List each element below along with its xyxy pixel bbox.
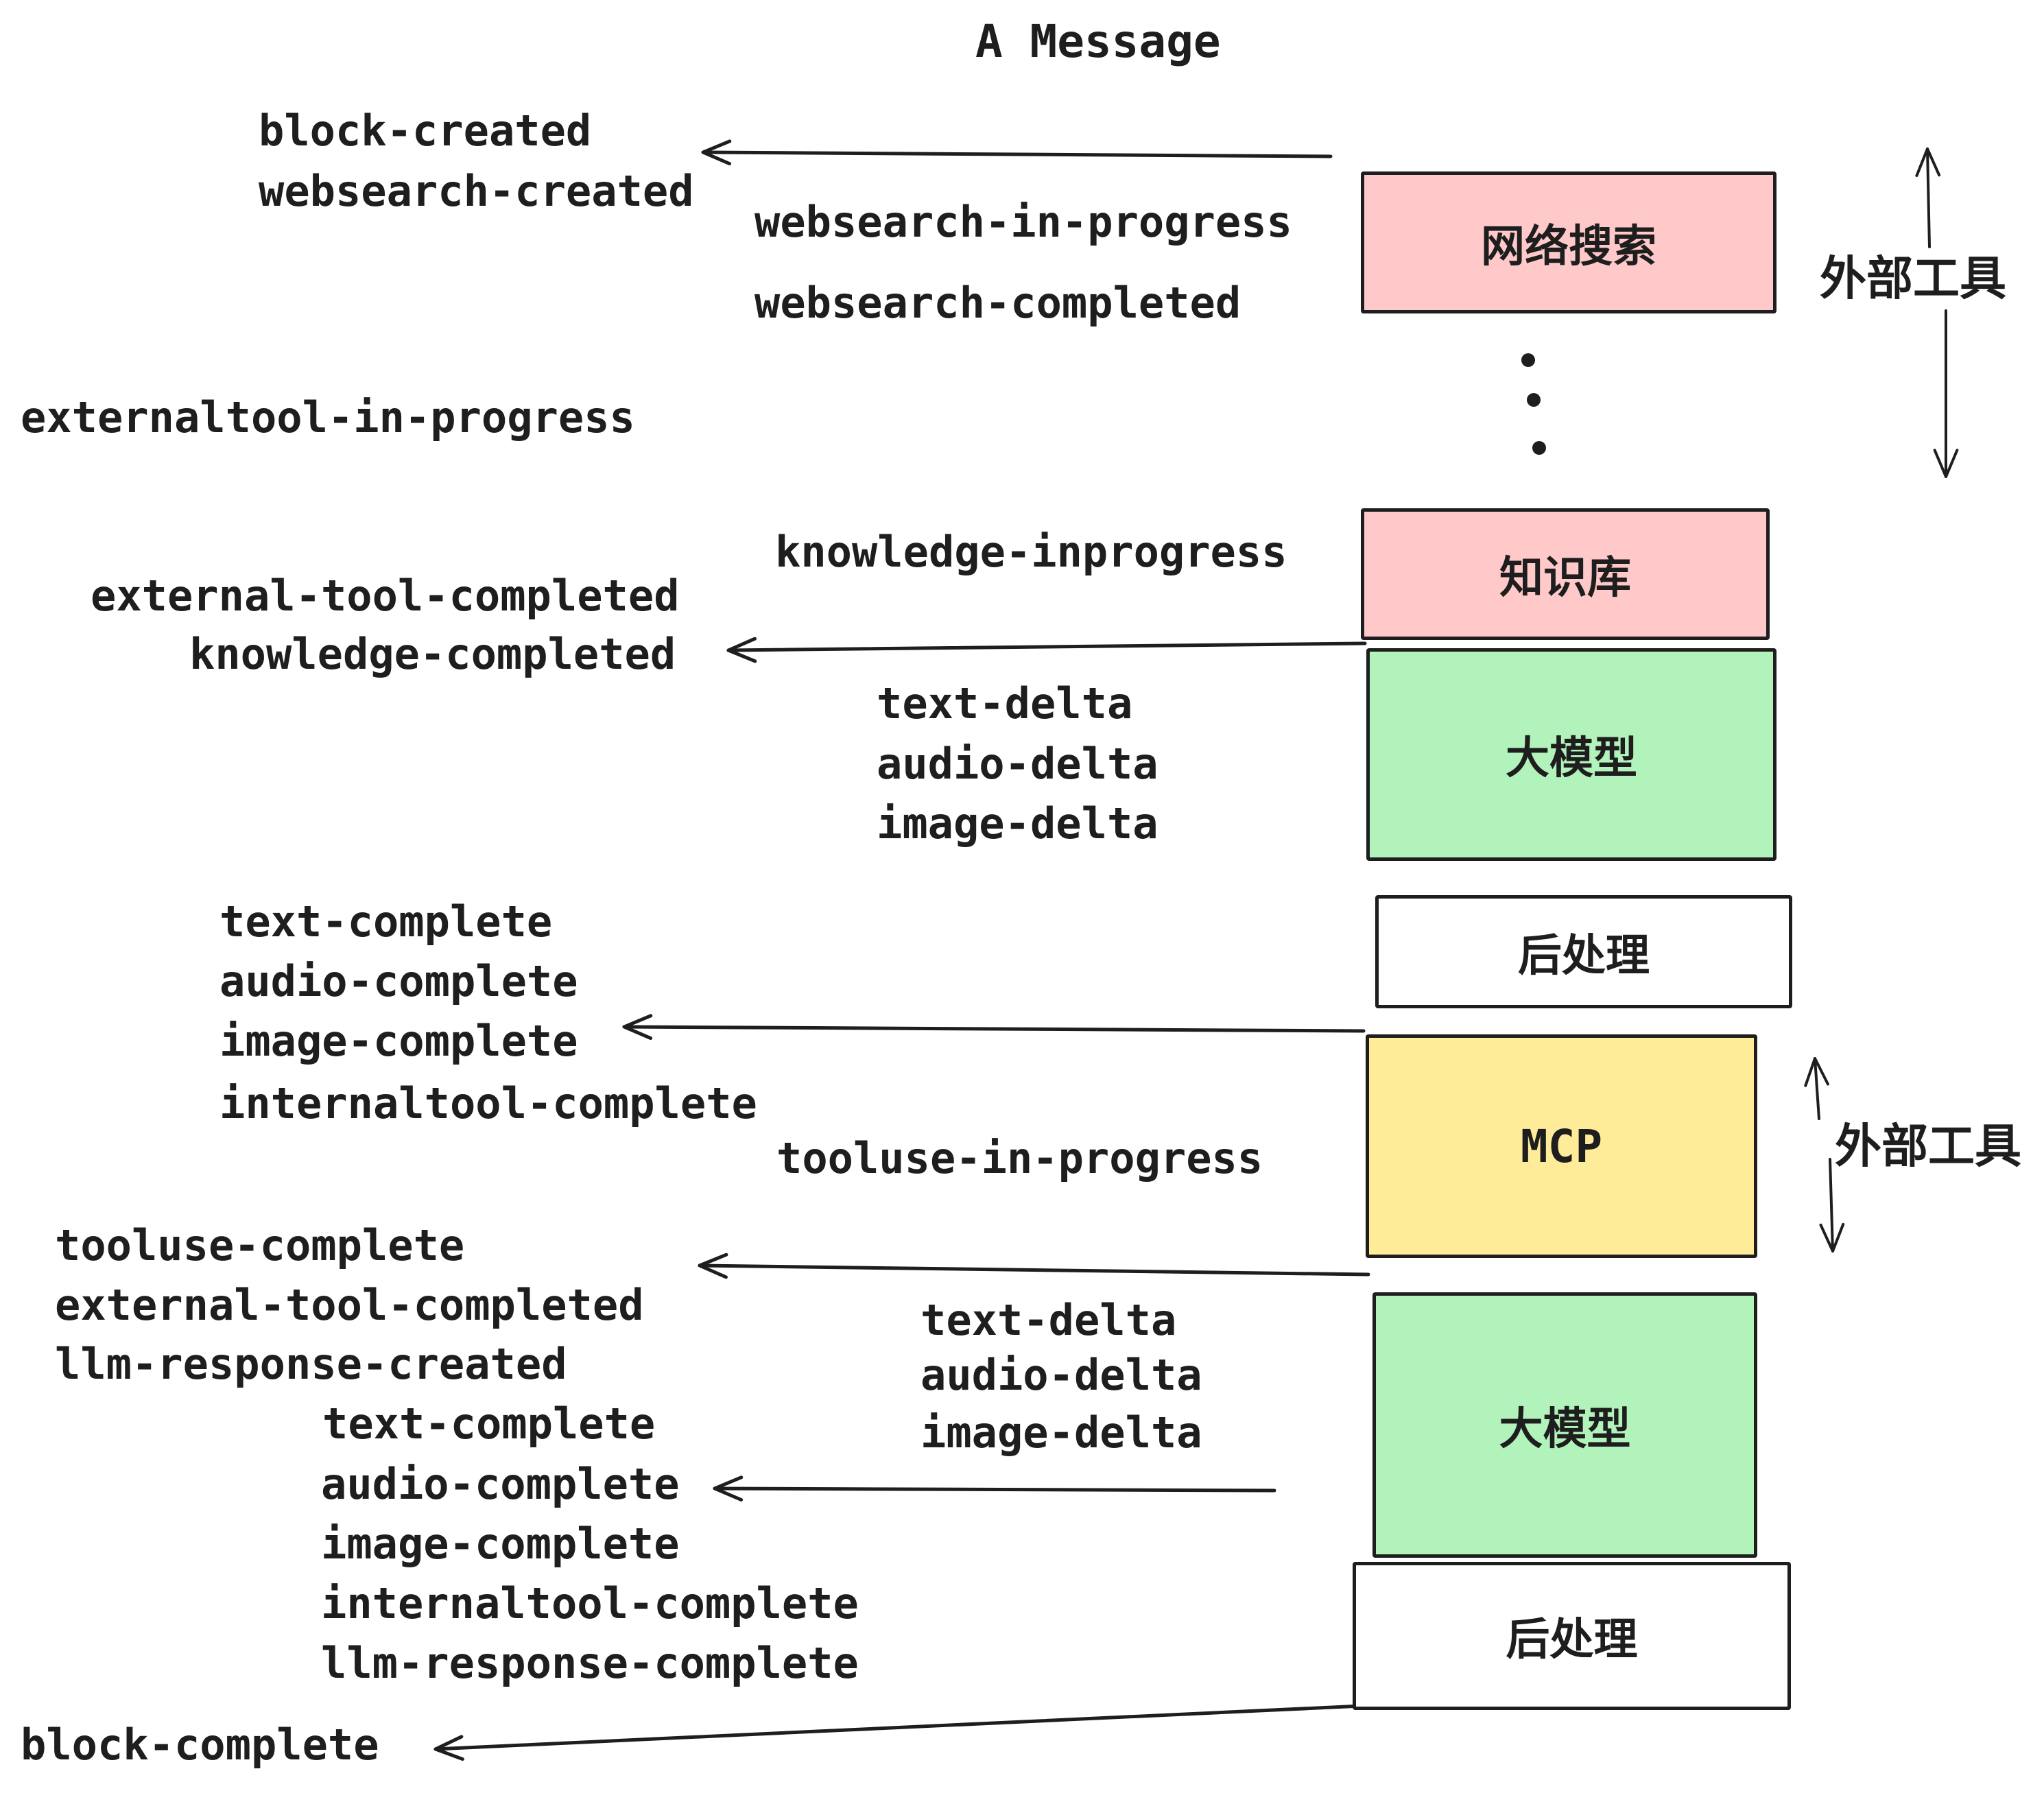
node-label-post-process-2: 后处理: [1506, 1615, 1638, 1665]
arrow-websearch-created: [701, 139, 1333, 166]
event-label-websearch-created: websearch-created: [259, 166, 694, 217]
node-websearch: 网络搜索: [1361, 171, 1776, 313]
side-label-external-tools-2: 外部工具: [1835, 1119, 2022, 1174]
node-label-websearch: 网络搜索: [1481, 221, 1656, 272]
node-mcp: MCP: [1366, 1034, 1757, 1258]
event-label-image-delta: image-delta: [877, 798, 1158, 849]
side-label-external-tools-1: 外部工具: [1820, 252, 2007, 307]
ellipsis-dot: [1527, 393, 1541, 407]
arrow-block-complete: [433, 1704, 1364, 1761]
event-label-websearch-completed: websearch-completed: [754, 278, 1241, 329]
node-knowledge: 知识库: [1361, 508, 1770, 640]
ellipsis-dot: [1521, 353, 1535, 367]
event-label-llm-response-complete: llm-response-complete: [321, 1638, 859, 1689]
event-label-knowledge-completed: knowledge-completed: [189, 629, 676, 680]
event-label-tooluse-in-progress: tooluse-in-progress: [776, 1133, 1263, 1184]
diagram-title: A Message: [975, 15, 1221, 68]
event-label-audio-delta: audio-delta: [877, 739, 1158, 790]
node-llm-1: 大模型: [1366, 648, 1776, 861]
event-label-externaltool-in-progress: externaltool-in-progress: [21, 392, 635, 443]
node-label-llm-2: 大模型: [1499, 1403, 1631, 1455]
node-label-mcp: MCP: [1520, 1119, 1603, 1173]
arrow-tooluse-complete: [698, 1253, 1370, 1279]
node-llm-2: 大模型: [1372, 1292, 1757, 1558]
arrow-internaltool-complete: [622, 1014, 1366, 1041]
arrow-audio-complete: [713, 1475, 1276, 1502]
event-label-llm-response-created: llm-response-created: [55, 1339, 567, 1390]
node-label-post-process-1: 后处理: [1518, 930, 1650, 982]
event-label-websearch-in-progress: websearch-in-progress: [754, 197, 1292, 248]
event-label-image-delta: image-delta: [920, 1408, 1202, 1458]
event-label-knowledge-inprogress: knowledge-inprogress: [775, 527, 1287, 578]
arrow-external-tool-down-1: [1933, 309, 1959, 478]
event-label-audio-complete: audio-complete: [321, 1459, 680, 1510]
event-label-text-complete: text-complete: [322, 1399, 656, 1449]
event-label-audio-delta: audio-delta: [920, 1350, 1202, 1401]
event-label-block-complete: block-complete: [21, 1720, 379, 1770]
arrow-external-tool-up-2: [1804, 1057, 1829, 1120]
node-post-process-1: 后处理: [1375, 895, 1792, 1008]
ellipsis-dot: [1532, 441, 1546, 455]
event-label-text-delta: text-delta: [877, 678, 1133, 729]
event-label-image-complete: image-complete: [219, 1016, 578, 1067]
event-label-block-created: block-created: [259, 106, 592, 156]
node-label-llm-1: 大模型: [1506, 733, 1637, 784]
event-label-internaltool-complete: internaltool-complete: [219, 1078, 757, 1129]
event-label-image-complete: image-complete: [321, 1519, 680, 1569]
event-label-audio-complete: audio-complete: [219, 956, 578, 1007]
node-post-process-2: 后处理: [1353, 1562, 1791, 1710]
arrow-knowledge-completed: [726, 637, 1367, 663]
arrow-external-tool-up-1: [1915, 147, 1941, 248]
event-label-internaltool-complete: internaltool-complete: [321, 1578, 859, 1629]
node-label-knowledge: 知识库: [1499, 553, 1631, 604]
event-label-external-tool-completed: external-tool-completed: [55, 1280, 644, 1331]
event-label-text-complete: text-complete: [219, 897, 553, 947]
event-label-text-delta: text-delta: [920, 1295, 1177, 1346]
event-label-tooluse-complete: tooluse-complete: [55, 1220, 465, 1271]
event-label-external-tool-completed: external-tool-completed: [91, 571, 680, 621]
